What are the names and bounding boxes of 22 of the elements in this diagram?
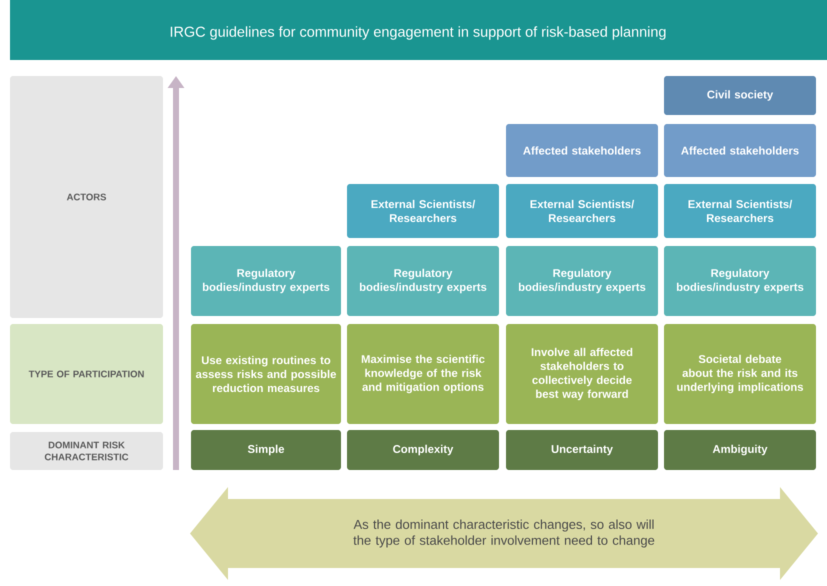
actor-box: Regulatory bodies/industry experts: [506, 246, 658, 316]
characteristic-box: Uncertainty: [506, 430, 658, 470]
actor-box: Regulatory bodies/industry experts: [664, 246, 816, 316]
row-label-box: ACTORS: [10, 76, 163, 318]
characteristic-box: Simple: [191, 430, 341, 470]
actor-box: External Scientists/ Researchers: [664, 184, 816, 238]
characteristic-box: Complexity: [347, 430, 499, 470]
participation-box: Societal debate about the risk and its underlying implications: [664, 324, 816, 424]
participation-box: Involve all affected stakeholders to collectively decide best way forward: [506, 324, 658, 424]
participation-box: Use existing routines to assess risks and possible reduction measures: [191, 324, 341, 424]
participation-box: Maximise the scientific knowledge of the risk and mitigation options: [347, 324, 499, 424]
title-banner: IRGC guidelines for community engagement in support of risk-based planning: [10, 0, 827, 60]
actor-box: Regulatory bodies/industry experts: [347, 246, 499, 316]
row-label-box: DOMINANT RISK CHARACTERISTIC: [10, 432, 163, 470]
actor-box: Civil society: [664, 76, 816, 115]
actor-box: Affected stakeholders: [664, 124, 816, 177]
actor-box: External Scientists/ Researchers: [347, 184, 499, 238]
actor-box: External Scientists/ Researchers: [506, 184, 658, 238]
actor-box: Regulatory bodies/industry experts: [191, 246, 341, 316]
characteristic-box: Ambiguity: [664, 430, 816, 470]
row-label-box: TYPE OF PARTICIPATION: [10, 324, 163, 424]
actor-box: Affected stakeholders: [506, 124, 658, 177]
